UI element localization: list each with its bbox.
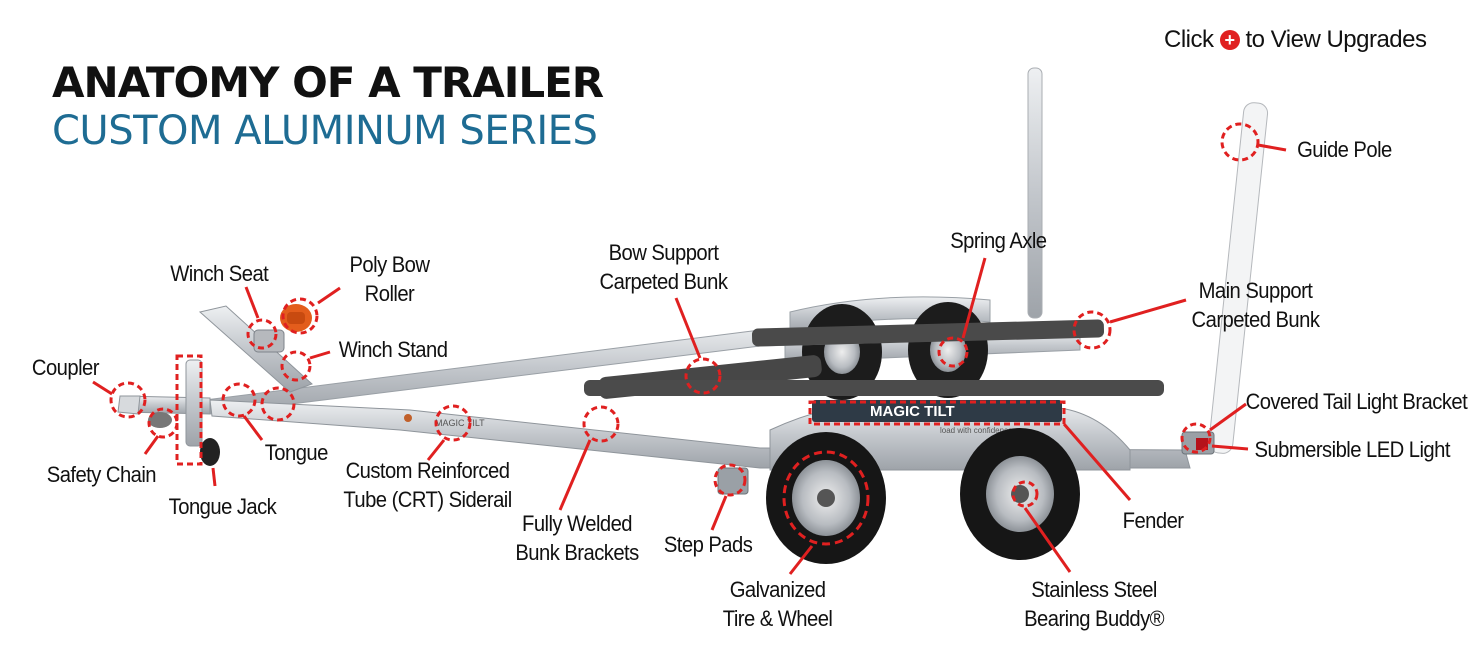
bunk-bracket-hotspot[interactable] [582, 405, 620, 443]
guide-pole-leader [1257, 143, 1287, 152]
coupler-body [117, 395, 141, 415]
label-main-support-bunk[interactable]: Main Support Carpeted Bunk [1191, 278, 1320, 332]
jack-wheel [200, 438, 220, 466]
bow-roller-core [287, 312, 305, 324]
label-bow-support-bunk[interactable]: Bow Support Carpeted Bunk [599, 240, 728, 294]
main-bunk-hotspot[interactable] [1072, 310, 1112, 350]
page-title: ANATOMY OF A TRAILER [52, 58, 604, 107]
winch-seat-hotspot[interactable] [246, 318, 278, 350]
crt-siderail-hotspot[interactable] [434, 404, 472, 442]
safety-chain-coil [148, 412, 172, 428]
tongue-hotspot-1[interactable] [221, 382, 257, 418]
hotspot-layer [92, 122, 1287, 575]
tire-hotspot[interactable] [782, 450, 870, 546]
winch-stand-hotspot[interactable] [280, 350, 312, 382]
bow-roller-leader [317, 286, 341, 305]
label-bunk-brackets[interactable]: Fully Welded Bunk Brackets [515, 511, 639, 565]
label-winch-stand[interactable]: Winch Stand [338, 337, 448, 362]
tongue-jack-hotspot[interactable] [175, 354, 203, 466]
siderail-decal: MAGIC TILT [435, 418, 485, 428]
tongue-hotspot-2[interactable] [260, 386, 296, 422]
label-tongue[interactable]: Tongue [264, 440, 329, 465]
winch-seat-leader [244, 286, 260, 319]
spring-axle-leader [961, 257, 987, 339]
tail-light-hotspot[interactable] [1180, 422, 1212, 454]
bow-bunk-hotspot[interactable] [684, 357, 722, 395]
fender-leader [1062, 423, 1132, 501]
coupler-leader [92, 380, 113, 396]
label-fender[interactable]: Fender [1122, 508, 1184, 533]
led-leader [1211, 444, 1249, 451]
label-submersible-led[interactable]: Submersible LED Light [1254, 437, 1450, 462]
label-poly-bow-roller[interactable]: Poly Bow Roller [349, 252, 430, 306]
bow-bunk-leader [674, 297, 702, 359]
winch-stand-leader [309, 350, 331, 360]
tongue-jack-leader [211, 467, 217, 487]
label-safety-chain[interactable]: Safety Chain [46, 462, 157, 487]
guide-pole-right [1208, 102, 1269, 454]
page-subtitle: CUSTOM ALUMINUM SERIES [52, 108, 598, 154]
siderail-reflector [404, 414, 412, 422]
spring-axle-hotspot[interactable] [937, 336, 969, 368]
main-bunk-far [751, 319, 1105, 347]
bow-roller-hotspot[interactable] [281, 297, 319, 335]
tire-leader [788, 545, 814, 575]
label-spring-axle[interactable]: Spring Axle [950, 228, 1047, 253]
hint-suffix: to View Upgrades [1245, 26, 1428, 53]
label-galvanized-tire[interactable]: Galvanized Tire & Wheel [722, 577, 833, 631]
guide-pole-left [1027, 67, 1043, 319]
fender-decal [812, 400, 1062, 422]
label-bearing-buddy[interactable]: Stainless Steel Bearing Buddy® [1024, 577, 1165, 631]
step-pad-leader [710, 495, 728, 531]
safety-chain-hotspot[interactable] [147, 407, 179, 439]
step-pad-hotspot[interactable] [713, 463, 747, 497]
main-bunk-leader [1109, 298, 1187, 324]
plus-circle-icon: + [1219, 30, 1240, 50]
label-crt-siderail[interactable]: Custom Reinforced Tube (CRT) Siderail [343, 458, 512, 512]
label-guide-pole[interactable]: Guide Pole [1297, 137, 1392, 162]
near-hub-1 [817, 489, 835, 507]
safety-chain-leader [143, 435, 160, 455]
bearing-buddy-leader [1023, 507, 1072, 573]
label-covered-tail-light[interactable]: Covered Tail Light Bracket [1245, 389, 1468, 414]
crt-siderail-leader [426, 439, 446, 461]
tongue-leader [242, 415, 264, 441]
bunk-bracket-leader [558, 439, 592, 511]
label-coupler[interactable]: Coupler [31, 355, 100, 380]
coupler-hotspot[interactable] [109, 381, 147, 419]
tail-light-leader [1209, 402, 1247, 432]
upgrade-hint: Click + to View Upgrades [1164, 26, 1427, 54]
fender-hotspot[interactable] [808, 400, 1066, 426]
label-winch-seat[interactable]: Winch Seat [170, 261, 269, 286]
label-step-pads[interactable]: Step Pads [663, 532, 753, 557]
label-tongue-jack[interactable]: Tongue Jack [168, 494, 277, 519]
bearing-buddy-hotspot[interactable] [1011, 480, 1039, 508]
hint-prefix: Click [1164, 26, 1214, 53]
fender-brand-text: MAGIC TILT [870, 403, 955, 420]
guide-pole-hotspot[interactable] [1220, 122, 1260, 162]
fender-tagline: load with confidence [940, 426, 1013, 435]
main-bunk-near [584, 380, 1164, 396]
